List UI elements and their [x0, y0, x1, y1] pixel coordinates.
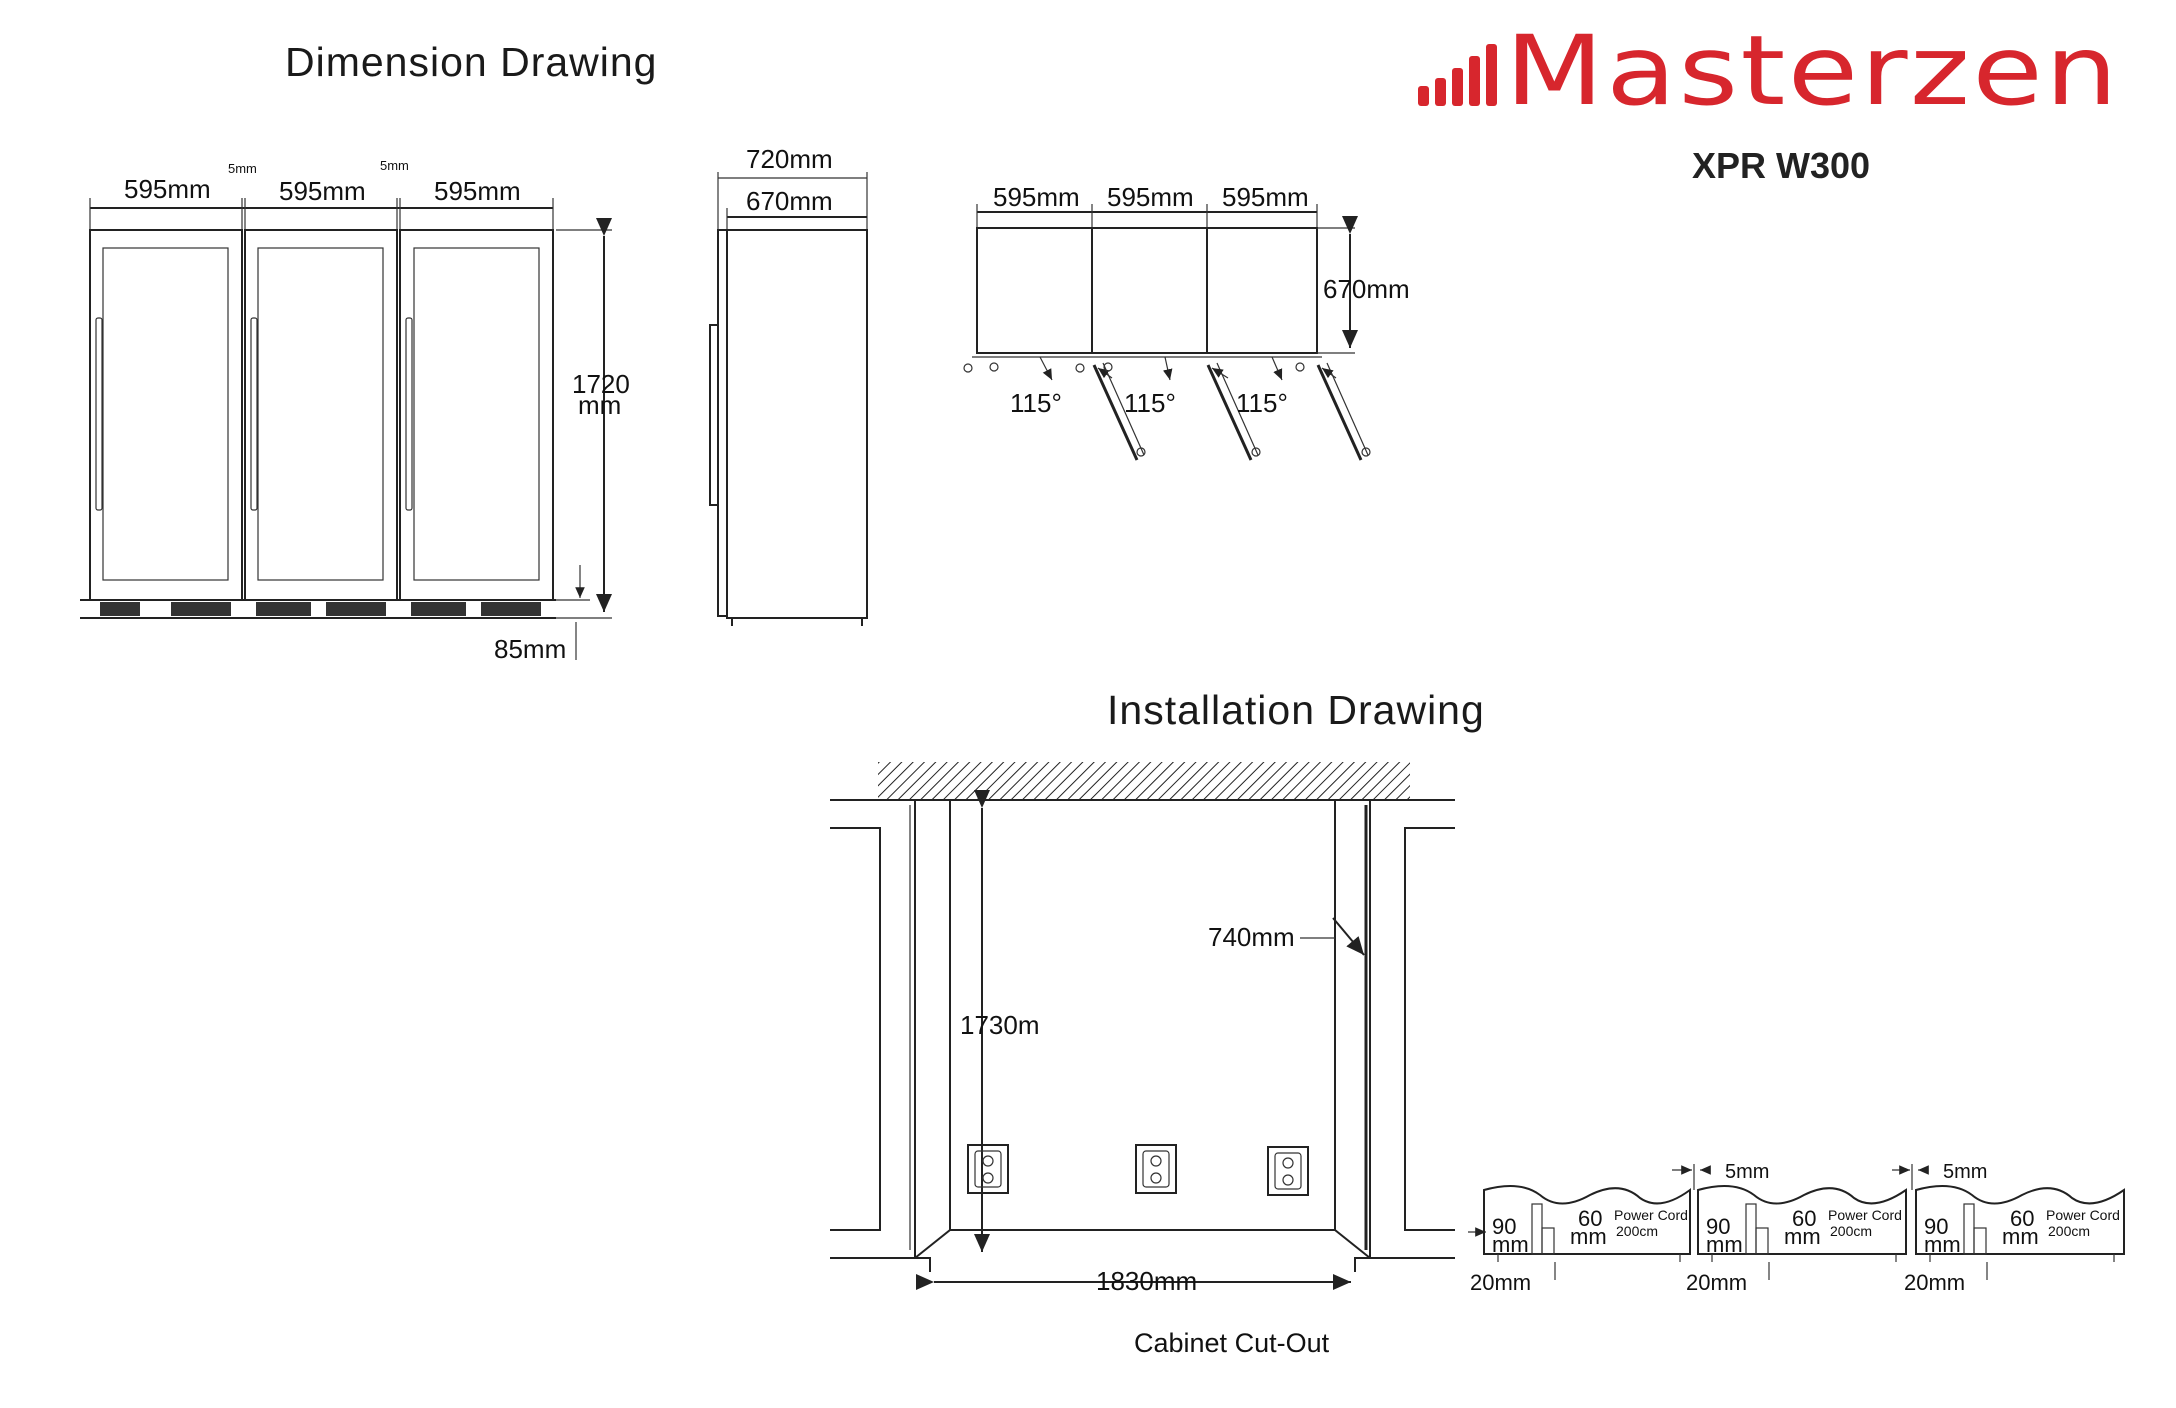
- side-outer-depth: 720mm: [746, 144, 833, 174]
- dimension-drawing-title: Dimension Drawing: [285, 39, 657, 85]
- top-width-3: 595mm: [1222, 182, 1309, 212]
- front-view: 595mm 595mm 595mm 5mm 5mm: [80, 158, 630, 664]
- front-gap-2: 5mm: [380, 158, 409, 173]
- front-width-3: 595mm: [434, 176, 521, 206]
- detail-2-90: 90: [1706, 1214, 1730, 1239]
- detail-1-90: 90: [1492, 1214, 1516, 1239]
- front-base-height: 85mm: [494, 634, 566, 664]
- cabinet-3: [399, 229, 554, 616]
- signal-bars-icon: [1418, 44, 1497, 106]
- front-height-unit: mm: [578, 390, 621, 420]
- detail-3-cord-len: 200cm: [2048, 1223, 2090, 1239]
- detail-3-60: 60: [2010, 1206, 2034, 1231]
- top-view: 595mm 595mm 595mm 670mm: [963, 182, 1410, 461]
- detail-2-bottom: 20mm: [1686, 1270, 1747, 1295]
- door-angle-2: 115°: [1124, 388, 1176, 418]
- door-swing-3: [1271, 356, 1371, 461]
- detail-unit-1: 90 mm 60 mm Power Cord 200cm 20mm: [1468, 1185, 1691, 1295]
- detail-1-bottom: 20mm: [1470, 1270, 1531, 1295]
- detail-gap-1: 5mm: [1725, 1161, 1769, 1183]
- detail-3-unit-a: mm: [1924, 1232, 1961, 1257]
- cabinet-2: [244, 229, 398, 616]
- brand-name: Masterzen: [1505, 15, 2120, 127]
- detail-1-unit-b: mm: [1570, 1224, 1607, 1249]
- door-angle-3: 115°: [1236, 388, 1288, 418]
- power-outlet-icon: [967, 1144, 1009, 1194]
- detail-gap-2: 5mm: [1943, 1161, 1987, 1183]
- detail-3-unit-b: mm: [2002, 1224, 2039, 1249]
- detail-2-60: 60: [1792, 1206, 1816, 1231]
- cabinet-1: [89, 229, 243, 616]
- model-number: XPR W300: [1692, 145, 1870, 186]
- detail-3-cord: Power Cord: [2046, 1207, 2120, 1223]
- detail-2-cord-len: 200cm: [1830, 1223, 1872, 1239]
- power-outlet-icon: [1267, 1146, 1309, 1196]
- power-outlet-icon: [1135, 1144, 1177, 1194]
- cutout-depth: 740mm: [1208, 922, 1295, 952]
- cutout-height: 1730m: [960, 1010, 1040, 1040]
- door-angle-1: 115°: [1010, 388, 1062, 418]
- brand-logo: Masterzen: [1418, 15, 2120, 127]
- front-width-2: 595mm: [279, 176, 366, 206]
- door-swing-1: [963, 356, 1146, 461]
- side-view: 720mm 670mm: [709, 144, 868, 626]
- cabinet-cutout: 1730m 740mm 1830mm Cabinet Cut-Out: [830, 762, 1455, 1358]
- detail-1-cord-len: 200cm: [1616, 1223, 1658, 1239]
- front-width-1: 595mm: [124, 174, 211, 204]
- detail-3-bottom: 20mm: [1904, 1270, 1965, 1295]
- top-depth: 670mm: [1323, 274, 1410, 304]
- detail-unit-3: 90 mm 60 mm Power Cord 200cm 20mm: [1904, 1185, 2125, 1295]
- cutout-caption: Cabinet Cut-Out: [1134, 1328, 1330, 1358]
- front-height-value: 1720: [572, 369, 630, 399]
- side-inner-depth: 670mm: [746, 186, 833, 216]
- detail-1-60: 60: [1578, 1206, 1602, 1231]
- front-gap-1: 5mm: [228, 161, 257, 176]
- detail-2-unit-b: mm: [1784, 1224, 1821, 1249]
- detail-2-cord: Power Cord: [1828, 1207, 1902, 1223]
- top-width-2: 595mm: [1107, 182, 1194, 212]
- clearance-detail: 5mm 5mm 90 mm 60 mm Power Cord 200cm 20m…: [1468, 1161, 2125, 1295]
- door-swing-2: [1075, 356, 1261, 461]
- detail-1-unit-a: mm: [1492, 1232, 1529, 1257]
- cutout-width: 1830mm: [1096, 1266, 1197, 1296]
- detail-3-90: 90: [1924, 1214, 1948, 1239]
- detail-1-cord: Power Cord: [1614, 1207, 1688, 1223]
- detail-unit-2: 90 mm 60 mm Power Cord 200cm 20mm: [1686, 1185, 1907, 1295]
- top-width-1: 595mm: [993, 182, 1080, 212]
- detail-2-unit-a: mm: [1706, 1232, 1743, 1257]
- installation-drawing-title: Installation Drawing: [1107, 687, 1485, 733]
- top-wall-hatch: [878, 762, 1410, 800]
